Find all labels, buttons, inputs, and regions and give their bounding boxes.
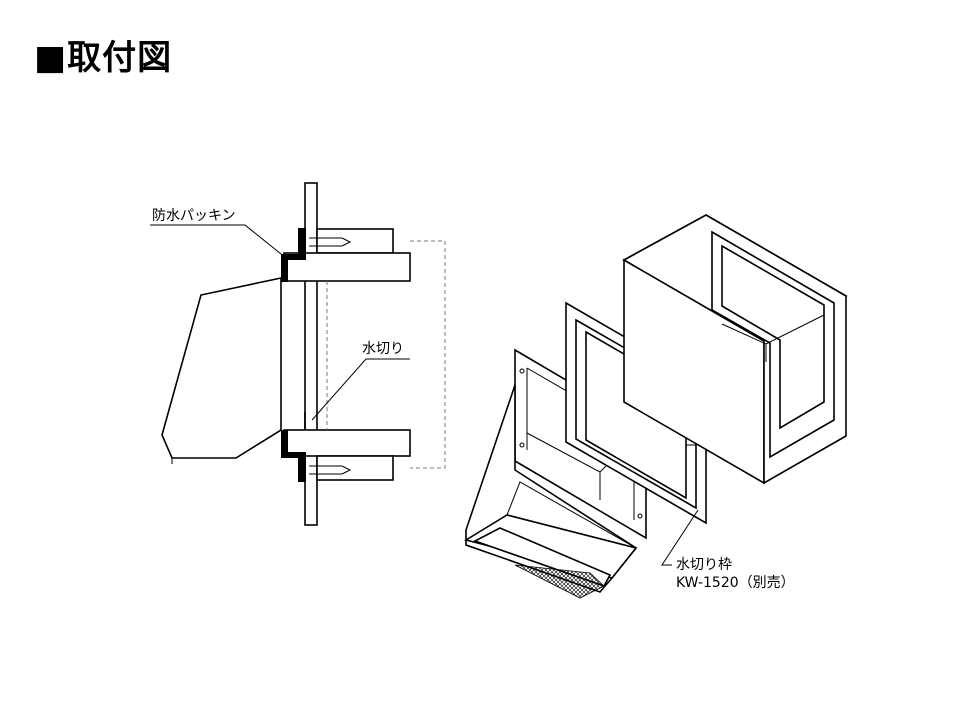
packing-label: 防水パッキン xyxy=(152,208,236,224)
lower-duct-flange xyxy=(316,455,394,481)
waterproof-packing-lower xyxy=(281,430,306,482)
page-title: ■取付図 xyxy=(34,38,173,78)
frame-model-label: KW-1520（別売） xyxy=(676,575,795,591)
upper-screw xyxy=(309,237,352,247)
cross-section-view xyxy=(150,182,446,526)
upper-duct-flange xyxy=(316,228,394,254)
waterproof-packing-upper xyxy=(281,228,306,282)
frame-leader xyxy=(661,509,699,566)
duct-box xyxy=(622,214,848,485)
frame-name-label: 水切り枠 xyxy=(676,557,732,573)
packing-leader xyxy=(150,224,287,259)
lower-screw xyxy=(309,465,352,475)
hood-body xyxy=(161,277,282,459)
lower-duct-tube xyxy=(283,429,411,457)
drip-label: 水切り xyxy=(362,341,404,357)
drip-leader xyxy=(311,358,410,421)
hood-sloped-body xyxy=(463,384,638,599)
drip-frame xyxy=(565,301,707,525)
hidden-duct-outline xyxy=(410,240,446,469)
mesh-screen xyxy=(514,564,605,599)
exploded-view xyxy=(463,214,848,599)
